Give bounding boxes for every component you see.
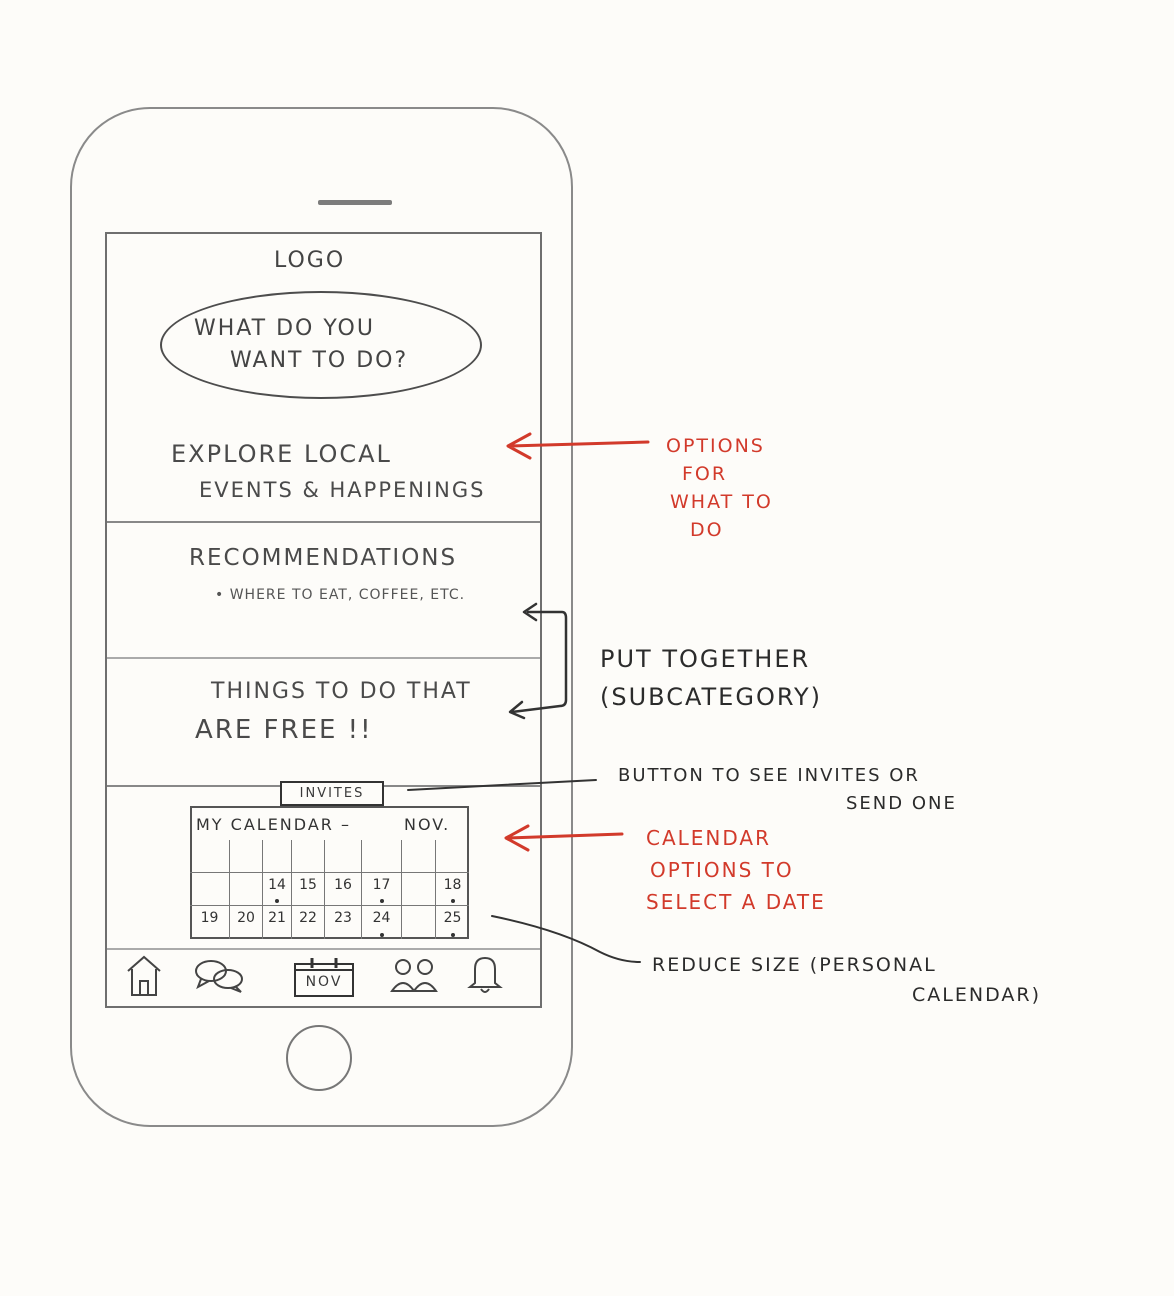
calendar-day-cell[interactable] (230, 873, 263, 906)
option-recommendations[interactable]: RECOMMENDATIONS • WHERE TO EAT, COFFEE, … (107, 523, 540, 656)
annotation-options: OPTIONS FOR WHAT TO DO (666, 432, 773, 544)
annotation-calendar: CALENDAR OPTIONS TO SELECT A DATE (646, 822, 826, 918)
search-prompt-line2: WANT TO DO? (230, 348, 409, 373)
calendar-month: NOV. (404, 815, 451, 834)
annotation-calendar-line1: CALENDAR (646, 826, 772, 850)
chat-icon (193, 955, 247, 999)
tab-calendar-label: NOV (305, 974, 343, 990)
option-free-things-line2: ARE FREE !! (195, 715, 373, 745)
tab-home[interactable] (118, 953, 170, 1001)
tabbar-divider (107, 948, 540, 950)
event-dot (379, 899, 384, 903)
search-prompt-line1: WHAT DO YOU (194, 316, 375, 341)
option-explore-line1: EXPLORE LOCAL (171, 440, 392, 468)
tab-calendar[interactable]: NOV (289, 953, 359, 1001)
calendar-day-cell[interactable] (402, 840, 436, 873)
event-dot (450, 933, 455, 937)
calendar-day-cell[interactable]: 15 (292, 873, 325, 906)
calendar-day-cell[interactable]: 20 (230, 906, 263, 939)
event-dot (450, 899, 455, 903)
event-dot (275, 899, 279, 903)
annotation-together: PUT TOGETHER (SUBCATEGORY) (600, 640, 822, 716)
calendar-day-cell[interactable] (402, 873, 436, 906)
annotation-calendar-line2: OPTIONS TO (650, 858, 794, 882)
annotation-reduce-line1: REDUCE SIZE (PERSONAL (652, 954, 937, 976)
annotation-options-line1: OPTIONS (666, 435, 765, 457)
annotation-together-line2: (SUBCATEGORY) (600, 683, 822, 711)
calendar-day-cell[interactable] (190, 840, 230, 873)
calendar-day-cell[interactable]: 23 (325, 906, 362, 939)
annotation-button: BUTTON TO SEE INVITES OR SEND ONE (618, 762, 957, 818)
option-free-things-line1: THINGS TO DO THAT (211, 679, 472, 704)
phone-speaker (318, 200, 392, 205)
app-logo: LOGO (274, 248, 346, 273)
tab-notifications[interactable] (460, 953, 510, 1001)
annotation-options-line3: WHAT TO (670, 491, 773, 513)
calendar-day-cell[interactable] (190, 873, 230, 906)
calendar-day-cell[interactable] (436, 840, 469, 873)
tab-chat[interactable] (190, 953, 250, 1001)
option-recommendations-subtitle: • WHERE TO EAT, COFFEE, ETC. (215, 587, 466, 603)
search-prompt-bubble[interactable]: WHAT DO YOU WANT TO DO? (160, 291, 482, 399)
option-explore[interactable]: EXPLORE LOCAL EVENTS & HAPPENINGS (107, 425, 540, 521)
annotation-button-line2: SEND ONE (846, 793, 957, 814)
option-recommendations-title: RECOMMENDATIONS (189, 545, 458, 571)
calendar-day-cell[interactable]: 14 (263, 873, 292, 906)
calendar-title: MY CALENDAR – (196, 815, 351, 834)
annotation-button-line1: BUTTON TO SEE INVITES OR (618, 765, 920, 786)
calendar-day-cell[interactable]: 24 (362, 906, 402, 939)
calendar-day-cell[interactable] (362, 840, 402, 873)
option-explore-line2: EVENTS & HAPPENINGS (199, 478, 486, 502)
phone-frame (70, 107, 573, 1127)
option-free-things[interactable]: THINGS TO DO THAT ARE FREE !! (107, 659, 540, 784)
calendar-day-cell[interactable] (263, 840, 292, 873)
calendar-day-cell[interactable]: 16 (325, 873, 362, 906)
calendar-day-cell[interactable]: 22 (292, 906, 325, 939)
calendar-day-cell[interactable]: 18 (436, 873, 469, 906)
annotation-reduce-line2: CALENDAR) (912, 984, 1041, 1006)
bell-icon (465, 953, 505, 1001)
annotation-reduce: REDUCE SIZE (PERSONAL CALENDAR) (652, 950, 1041, 1010)
calendar-day-cell[interactable]: 17 (362, 873, 402, 906)
event-dot (379, 933, 384, 937)
calendar-day-cell[interactable]: 25 (436, 906, 469, 939)
annotation-options-line4: DO (690, 519, 724, 541)
calendar-day-cell[interactable] (230, 840, 263, 873)
divider (107, 657, 540, 659)
phone-screen (105, 232, 542, 1008)
tab-friends[interactable] (386, 953, 442, 1001)
annotation-calendar-line3: SELECT A DATE (646, 890, 826, 914)
calendar-day-cell[interactable]: 21 (263, 906, 292, 939)
annotation-options-line2: FOR (682, 463, 728, 485)
calendar-day-cell[interactable] (292, 840, 325, 873)
annotation-together-line1: PUT TOGETHER (600, 645, 811, 673)
calendar-day-cell[interactable] (325, 840, 362, 873)
phone-home-button[interactable] (286, 1025, 352, 1091)
friends-icon (389, 955, 439, 999)
home-icon (124, 953, 164, 1001)
calendar-day-cell[interactable]: 19 (190, 906, 230, 939)
invites-button[interactable]: INVITES (280, 781, 384, 806)
calendar-day-cell[interactable] (402, 906, 436, 939)
divider (107, 521, 540, 523)
calendar-icon: NOV (292, 956, 356, 998)
